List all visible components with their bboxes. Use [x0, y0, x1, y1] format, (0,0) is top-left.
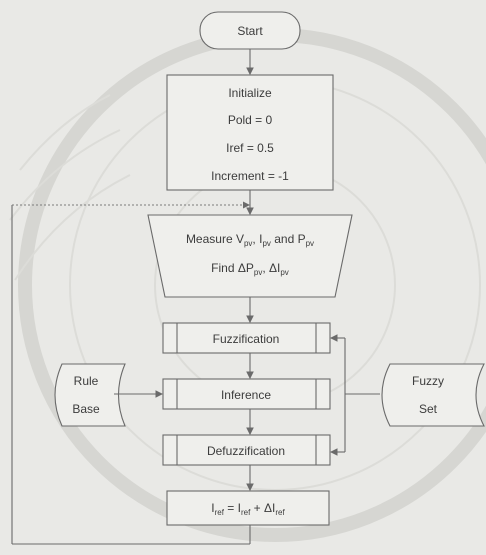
find-text: Find ΔPpv, ΔIpv — [211, 261, 289, 277]
start-terminator: Start — [199, 11, 301, 50]
fuzzy-set-line2: Set — [419, 402, 438, 416]
inference-label: Inference — [221, 388, 271, 402]
rule-base-storage: Rule Base — [54, 363, 126, 427]
defuzzification-label: Defuzzification — [207, 444, 285, 458]
rule-base-line2: Base — [72, 402, 100, 416]
measure-box: Measure Vpv, Ipv and Ppv Find ΔPpv, ΔIpv — [147, 214, 353, 298]
inference-box: Inference — [162, 378, 331, 410]
measure-text: Measure Vpv, Ipv and Ppv — [186, 232, 314, 248]
init-pold: Pold = 0 — [228, 113, 273, 127]
start-label: Start — [237, 24, 263, 38]
initialize-box: Initialize Pold = 0 Iref = 0.5 Increment… — [166, 74, 334, 191]
init-iref: Iref = 0.5 — [226, 141, 274, 155]
loop-back-line — [11, 201, 251, 545]
rule-base-line1: Rule — [74, 374, 99, 388]
update-iref-text: Iref = Iref + ΔIref — [211, 501, 285, 517]
init-title: Initialize — [228, 86, 272, 100]
init-increment: Increment = -1 — [211, 169, 289, 183]
fuzzification-box: Fuzzification — [162, 322, 331, 354]
fuzzy-set-connectors — [329, 334, 380, 456]
defuzzification-box: Defuzzification — [162, 434, 331, 466]
fuzzy-set-line1: Fuzzy — [412, 374, 444, 388]
fuzzy-set-storage: Fuzzy Set — [381, 363, 485, 427]
update-iref-box: Iref = Iref + ΔIref — [166, 490, 330, 526]
fuzzification-label: Fuzzification — [213, 332, 280, 346]
